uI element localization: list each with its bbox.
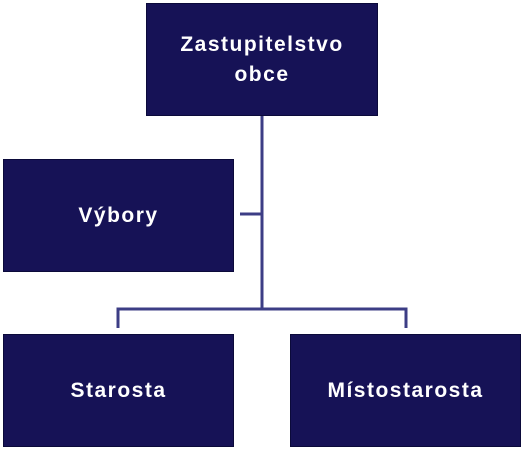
node-mistostarosta-label: Místostarosta xyxy=(327,378,484,402)
node-zastupitelstvo-obce-label: Zastupitelstvo obce xyxy=(180,32,344,86)
node-mistostarosta: Místostarosta xyxy=(290,334,521,447)
connector-bottom-branch xyxy=(116,307,408,328)
node-starosta-label: Starosta xyxy=(70,378,167,402)
node-starosta: Starosta xyxy=(3,334,234,447)
node-zastupitelstvo-obce: Zastupitelstvo obce xyxy=(146,3,378,116)
node-vybory-label: Výbory xyxy=(78,203,159,227)
node-vybory: Výbory xyxy=(3,159,234,272)
